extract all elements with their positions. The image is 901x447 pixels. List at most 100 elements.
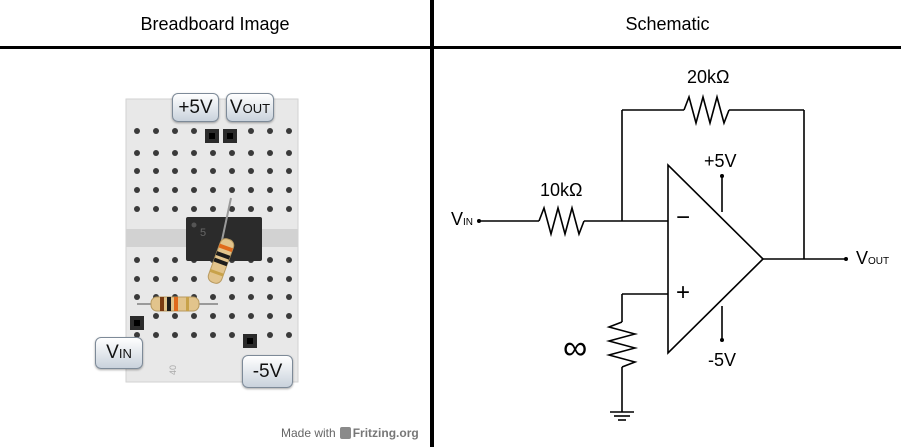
panel-divider: [430, 0, 434, 447]
breadboard-hole: [134, 294, 140, 300]
inverting-input-sign: −: [676, 204, 691, 231]
feedback-resistor: [207, 238, 235, 284]
schematic-vout-label: VOUT: [856, 248, 890, 268]
pot-resistor-symbol: [605, 321, 639, 368]
breadboard-hole: [248, 168, 254, 174]
breadboard-hole: [172, 313, 178, 319]
breadboard-hole: [210, 313, 216, 319]
breadboard-hole: [172, 187, 178, 193]
breadboard-hole: [267, 150, 273, 156]
schematic-vin-label: VIN: [451, 209, 474, 229]
input-resistor-label: 10kΩ: [540, 180, 583, 200]
breadboard-hole: [229, 313, 235, 319]
breadboard-hole: [267, 257, 273, 263]
input-resistor-symbol: [538, 204, 585, 238]
breadboard-hole: [286, 332, 292, 338]
breadboard-hole: [191, 128, 197, 134]
breadboard-header: Breadboard Image: [140, 14, 290, 34]
breadboard-hole: [172, 128, 178, 134]
breadboard-hole: [267, 313, 273, 319]
breadboard-hole: [134, 128, 140, 134]
breadboard-hole: [153, 168, 159, 174]
breadboard-hole: [134, 150, 140, 156]
breadboard-hole: [210, 332, 216, 338]
breadboard-hole: [286, 257, 292, 263]
breadboard-hole: [210, 168, 216, 174]
breadboard-image: 5 40: [125, 98, 299, 383]
breadboard-hole: [172, 150, 178, 156]
breadboard-hole: [248, 150, 254, 156]
breadboard-hole: [267, 187, 273, 193]
breadboard-hole: [134, 168, 140, 174]
breadboard-hole: [267, 128, 273, 134]
breadboard-hole: [172, 168, 178, 174]
breadboard-hole: [191, 150, 197, 156]
breadboard-hole: [267, 294, 273, 300]
breadboard-hole: [191, 276, 197, 282]
breadboard-hole: [210, 150, 216, 156]
breadboard-hole: [153, 313, 159, 319]
op-amp-symbol: [667, 163, 765, 355]
neg-supply-terminal: [720, 338, 724, 342]
breadboard-hole: [229, 187, 235, 193]
pos-supply-terminal: [720, 174, 724, 178]
breadboard-hole: [229, 168, 235, 174]
breadboard-hole: [286, 276, 292, 282]
breadboard-hole: [210, 294, 216, 300]
input-resistor: [150, 296, 200, 312]
breadboard-hole: [153, 206, 159, 212]
row-number: 40: [168, 365, 178, 375]
vout-label: VOUT: [226, 93, 274, 122]
neg-supply-label: -5V: [708, 350, 737, 370]
breadboard-hole: [134, 332, 140, 338]
breadboard-hole: [229, 294, 235, 300]
breadboard-hole: [248, 128, 254, 134]
breadboard-hole: [286, 313, 292, 319]
header-divider: [0, 46, 901, 49]
breadboard-hole: [229, 150, 235, 156]
breadboard-hole: [248, 294, 254, 300]
ic-marking: 5: [200, 227, 206, 239]
fritzing-logo-icon: [339, 427, 351, 439]
breadboard-hole: [134, 257, 140, 263]
breadboard-hole: [153, 187, 159, 193]
feedback-resistor-symbol: [683, 93, 730, 127]
breadboard-hole: [191, 332, 197, 338]
feedback-resistor-label: 20kΩ: [687, 67, 730, 87]
breadboard-hole: [286, 128, 292, 134]
minus5v-label: -5V: [242, 355, 293, 388]
breadboard-hole: [172, 332, 178, 338]
pos-supply-label: +5V: [704, 151, 737, 171]
breadboard-hole: [267, 332, 273, 338]
schematic-header: Schematic: [625, 14, 710, 34]
breadboard-hole: [153, 128, 159, 134]
breadboard-hole: [153, 150, 159, 156]
breadboard-hole: [172, 206, 178, 212]
breadboard-hole: [191, 187, 197, 193]
breadboard-hole: [134, 187, 140, 193]
breadboard-hole: [267, 206, 273, 212]
breadboard-hole: [248, 276, 254, 282]
breadboard-hole: [153, 276, 159, 282]
breadboard-hole: [210, 187, 216, 193]
breadboard-hole: [286, 168, 292, 174]
breadboard-hole: [153, 332, 159, 338]
breadboard-hole: [191, 168, 197, 174]
breadboard-hole: [229, 332, 235, 338]
breadboard-hole: [172, 276, 178, 282]
noninverting-input-sign: +: [676, 279, 691, 306]
vout-terminal: [844, 257, 848, 261]
breadboard-hole: [134, 276, 140, 282]
vin-label: VIN: [95, 337, 143, 369]
breadboard-hole: [191, 206, 197, 212]
pot-infinity-label: ∞: [563, 329, 588, 367]
breadboard-hole: [172, 257, 178, 263]
breadboard-hole: [286, 206, 292, 212]
breadboard-hole: [229, 206, 235, 212]
breadboard-hole: [134, 206, 140, 212]
breadboard-hole: [153, 257, 159, 263]
plus5v-label: +5V: [172, 93, 219, 122]
